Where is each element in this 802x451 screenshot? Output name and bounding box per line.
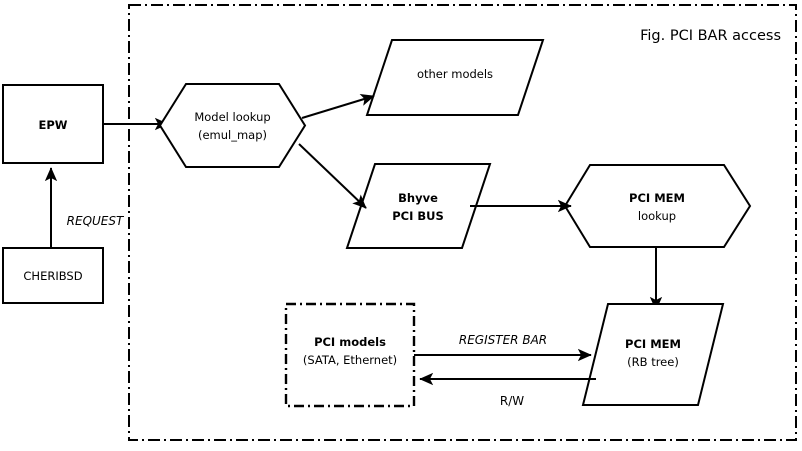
- node-pci-mem-lookup[interactable]: [563, 164, 752, 248]
- node-pci-mem-lookup-line1: PCI MEM: [629, 191, 685, 205]
- node-pci-mem-lookup-line2: lookup: [638, 209, 676, 223]
- node-pci-mem-rb-line2: (RB tree): [627, 355, 679, 369]
- edge-rw-label: R/W: [500, 394, 524, 408]
- edge-model-lookup-to-bhyve-pci-bus-arrow: [298, 143, 367, 209]
- figure-title: Fig. PCI BAR access: [640, 28, 781, 44]
- node-model-lookup-line2: (emul_map): [198, 128, 267, 142]
- node-bhyve-pci-bus-line2: PCI BUS: [392, 209, 444, 223]
- node-epw-label: EPW: [39, 118, 68, 132]
- edge-model-lookup-to-other-models-arrow: [301, 93, 375, 119]
- edge-register-bar-label: REGISTER BAR: [459, 333, 547, 347]
- node-pci-mem-rb[interactable]: [581, 303, 725, 406]
- edge-request-label: REQUEST: [67, 214, 125, 228]
- node-pci-models-line2: (SATA, Ethernet): [303, 353, 397, 367]
- node-bhyve-pci-bus[interactable]: [345, 163, 492, 249]
- node-epw[interactable]: [2, 84, 104, 164]
- node-model-lookup[interactable]: [158, 83, 307, 168]
- node-pci-models[interactable]: [284, 302, 416, 408]
- emulation-region-border: [128, 4, 797, 441]
- node-pci-models-line1: PCI models: [314, 335, 386, 349]
- node-pci-mem-rb-line1: PCI MEM: [625, 337, 681, 351]
- node-cheribsd-label: CHERIBSD: [23, 269, 82, 283]
- node-other-models-label: other models: [417, 67, 493, 81]
- node-other-models[interactable]: [365, 39, 545, 116]
- node-model-lookup-line1: Model lookup: [194, 110, 270, 124]
- node-bhyve-pci-bus-line1: Bhyve: [398, 191, 438, 205]
- node-cheribsd[interactable]: [2, 247, 104, 304]
